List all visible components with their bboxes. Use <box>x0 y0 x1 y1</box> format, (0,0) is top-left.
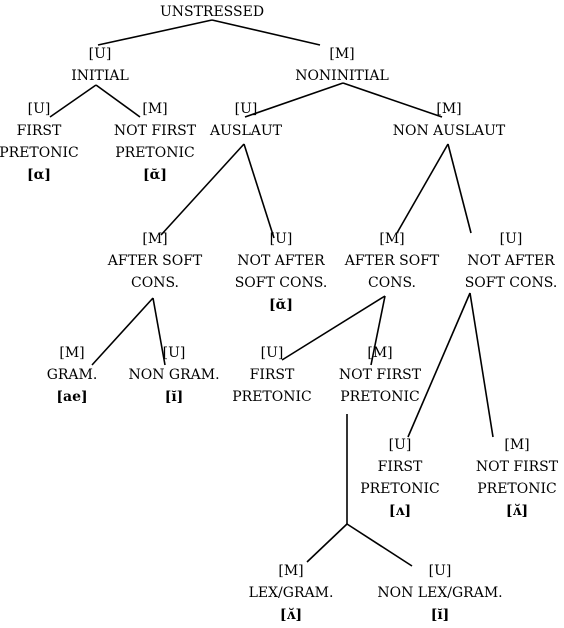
node-after-soft-2: [M] AFTER SOFT CONS. <box>344 231 440 291</box>
edge-after-soft-1-to-non-gram <box>152 297 166 366</box>
tree-edges <box>49 19 494 567</box>
node-label: AUSLAUT <box>209 123 283 139</box>
node-non-auslaut: [M] NON AUSLAUT <box>393 101 506 139</box>
node-gram: [M] GRAM. [ae] <box>47 345 98 405</box>
vowel-realization: [ĭ] <box>165 389 184 405</box>
node-label: PRETONIC <box>0 145 79 161</box>
node-first-pretonic-3: [U] FIRST PRETONIC [ʌ] <box>360 437 440 519</box>
node-label: CONS. <box>368 275 416 291</box>
edge-noninitial-to-auslaut <box>244 82 344 118</box>
markedness-feature: [M] <box>329 46 354 62</box>
edge-auslaut-to-not-after-soft-1 <box>243 143 275 239</box>
node-label: NOT FIRST <box>114 123 197 139</box>
node-label: SOFT CONS. <box>235 275 328 291</box>
node-label: NOT FIRST <box>476 459 559 475</box>
edge-non-auslaut-to-not-after-soft-2 <box>447 143 472 234</box>
vowel-realization: [ʌ̆] <box>280 606 302 623</box>
node-lex-gram: [M] LEX/GRAM. [ʌ̆] <box>249 563 334 623</box>
markedness-feature: [M] <box>142 231 167 247</box>
vowel-realization: [ᾰ] <box>269 297 293 313</box>
node-after-soft-1: [M] AFTER SOFT CONS. <box>107 231 203 291</box>
node-not-first-pretonic-3: [M] NOT FIRST PRETONIC [ʌ̆] <box>476 437 559 519</box>
node-noninitial: [M] NONINITIAL <box>295 46 389 84</box>
node-label: NOT AFTER <box>467 253 555 269</box>
markedness-feature: [M] <box>59 345 84 361</box>
node-label: NON LEX/GRAM. <box>377 585 502 601</box>
node-first-pretonic-2: [U] FIRST PRETONIC <box>232 345 312 405</box>
node-label: LEX/GRAM. <box>249 585 334 601</box>
vowel-realization: [ae] <box>56 389 87 405</box>
node-label: CONS. <box>131 275 179 291</box>
edge-not-after-soft-2-to-not-first-pretonic-3 <box>469 292 494 438</box>
node-root: UNSTRESSED <box>160 4 264 20</box>
node-label: NONINITIAL <box>295 68 389 84</box>
markedness-feature: [U] <box>500 231 523 247</box>
node-label: INITIAL <box>71 68 129 84</box>
node-label: PRETONIC <box>360 481 440 497</box>
node-first-pretonic-a: [U] FIRST PRETONIC [α] <box>0 101 79 183</box>
edge-root-to-noninitial <box>211 19 321 46</box>
node-not-after-soft-2: [U] NOT AFTER SOFT CONS. <box>465 231 558 291</box>
node-non-lex-gram: [U] NON LEX/GRAM. [ĭ] <box>377 563 502 623</box>
markedness-feature: [U] <box>261 345 284 361</box>
node-label: AFTER SOFT <box>107 253 203 269</box>
edge-noninitial-to-non-auslaut <box>342 82 443 118</box>
vowel-realization: [ĭ] <box>431 607 450 623</box>
node-label: PRETONIC <box>340 389 420 405</box>
markedness-feature: [M] <box>436 101 461 117</box>
edge-non-auslaut-to-after-soft-2 <box>396 143 449 234</box>
edge-not-after-soft-2-to-first-pretonic-3 <box>407 292 471 438</box>
markedness-feature: [U] <box>163 345 186 361</box>
markedness-feature: [M] <box>367 345 392 361</box>
node-label: NON GRAM. <box>128 367 219 383</box>
markedness-feature: [U] <box>89 46 112 62</box>
vowel-realization: [α] <box>27 167 51 183</box>
tree-nodes: UNSTRESSED [U] INITIAL [M] NONINITIAL [U] FIRS… <box>0 4 559 623</box>
node-label: FIRST <box>17 123 62 139</box>
markedness-feature: [U] <box>429 563 452 579</box>
edge-after-soft-2-to-not-first-pretonic-2 <box>370 295 386 366</box>
edge-auslaut-to-after-soft-1 <box>160 143 245 236</box>
markedness-feature: [U] <box>28 101 51 117</box>
vowel-realization: [ᾰ] <box>143 167 167 183</box>
edge-initial-to-not-first-pretonic-a <box>95 84 141 118</box>
node-label: GRAM. <box>47 367 98 383</box>
node-label: NOT AFTER <box>237 253 325 269</box>
node-label: PRETONIC <box>115 145 195 161</box>
edge-after-soft-2-to-first-pretonic-2 <box>281 295 386 361</box>
node-not-after-soft-1: [U] NOT AFTER SOFT CONS. [ᾰ] <box>235 231 328 313</box>
edge-not-first-pretonic-2-to-lex-gram <box>306 523 348 563</box>
node-auslaut: [U] AUSLAUT <box>209 101 283 139</box>
node-label: UNSTRESSED <box>160 4 264 20</box>
vowel-realization: [ʌ] <box>389 503 411 519</box>
edge-after-soft-1-to-gram <box>91 297 154 366</box>
node-non-gram: [U] NON GRAM. [ĭ] <box>128 345 219 405</box>
markedness-feature: [M] <box>142 101 167 117</box>
node-label: PRETONIC <box>477 481 557 497</box>
node-not-first-pretonic-2: [M] NOT FIRST PRETONIC <box>339 345 422 405</box>
edge-initial-to-first-pretonic-a <box>49 84 97 118</box>
node-label: AFTER SOFT <box>344 253 440 269</box>
node-label: NON AUSLAUT <box>393 123 506 139</box>
node-not-first-pretonic-a: [M] NOT FIRST PRETONIC [ᾰ] <box>114 101 197 183</box>
markedness-feature: [U] <box>389 437 412 453</box>
markedness-feature: [M] <box>278 563 303 579</box>
node-label: FIRST <box>250 367 295 383</box>
markedness-feature: [M] <box>504 437 529 453</box>
node-label: FIRST <box>378 459 423 475</box>
edge-not-first-pretonic-2-to-non-lex-gram <box>346 523 413 567</box>
edge-root-to-initial <box>97 19 213 46</box>
vowel-realization: [ʌ̆] <box>506 502 528 519</box>
markedness-feature: [U] <box>270 231 293 247</box>
node-label: SOFT CONS. <box>465 275 558 291</box>
node-label: PRETONIC <box>232 389 312 405</box>
node-label: NOT FIRST <box>339 367 422 383</box>
markedness-feature: [M] <box>379 231 404 247</box>
markedness-feature: [U] <box>235 101 258 117</box>
node-initial: [U] INITIAL <box>71 46 129 84</box>
